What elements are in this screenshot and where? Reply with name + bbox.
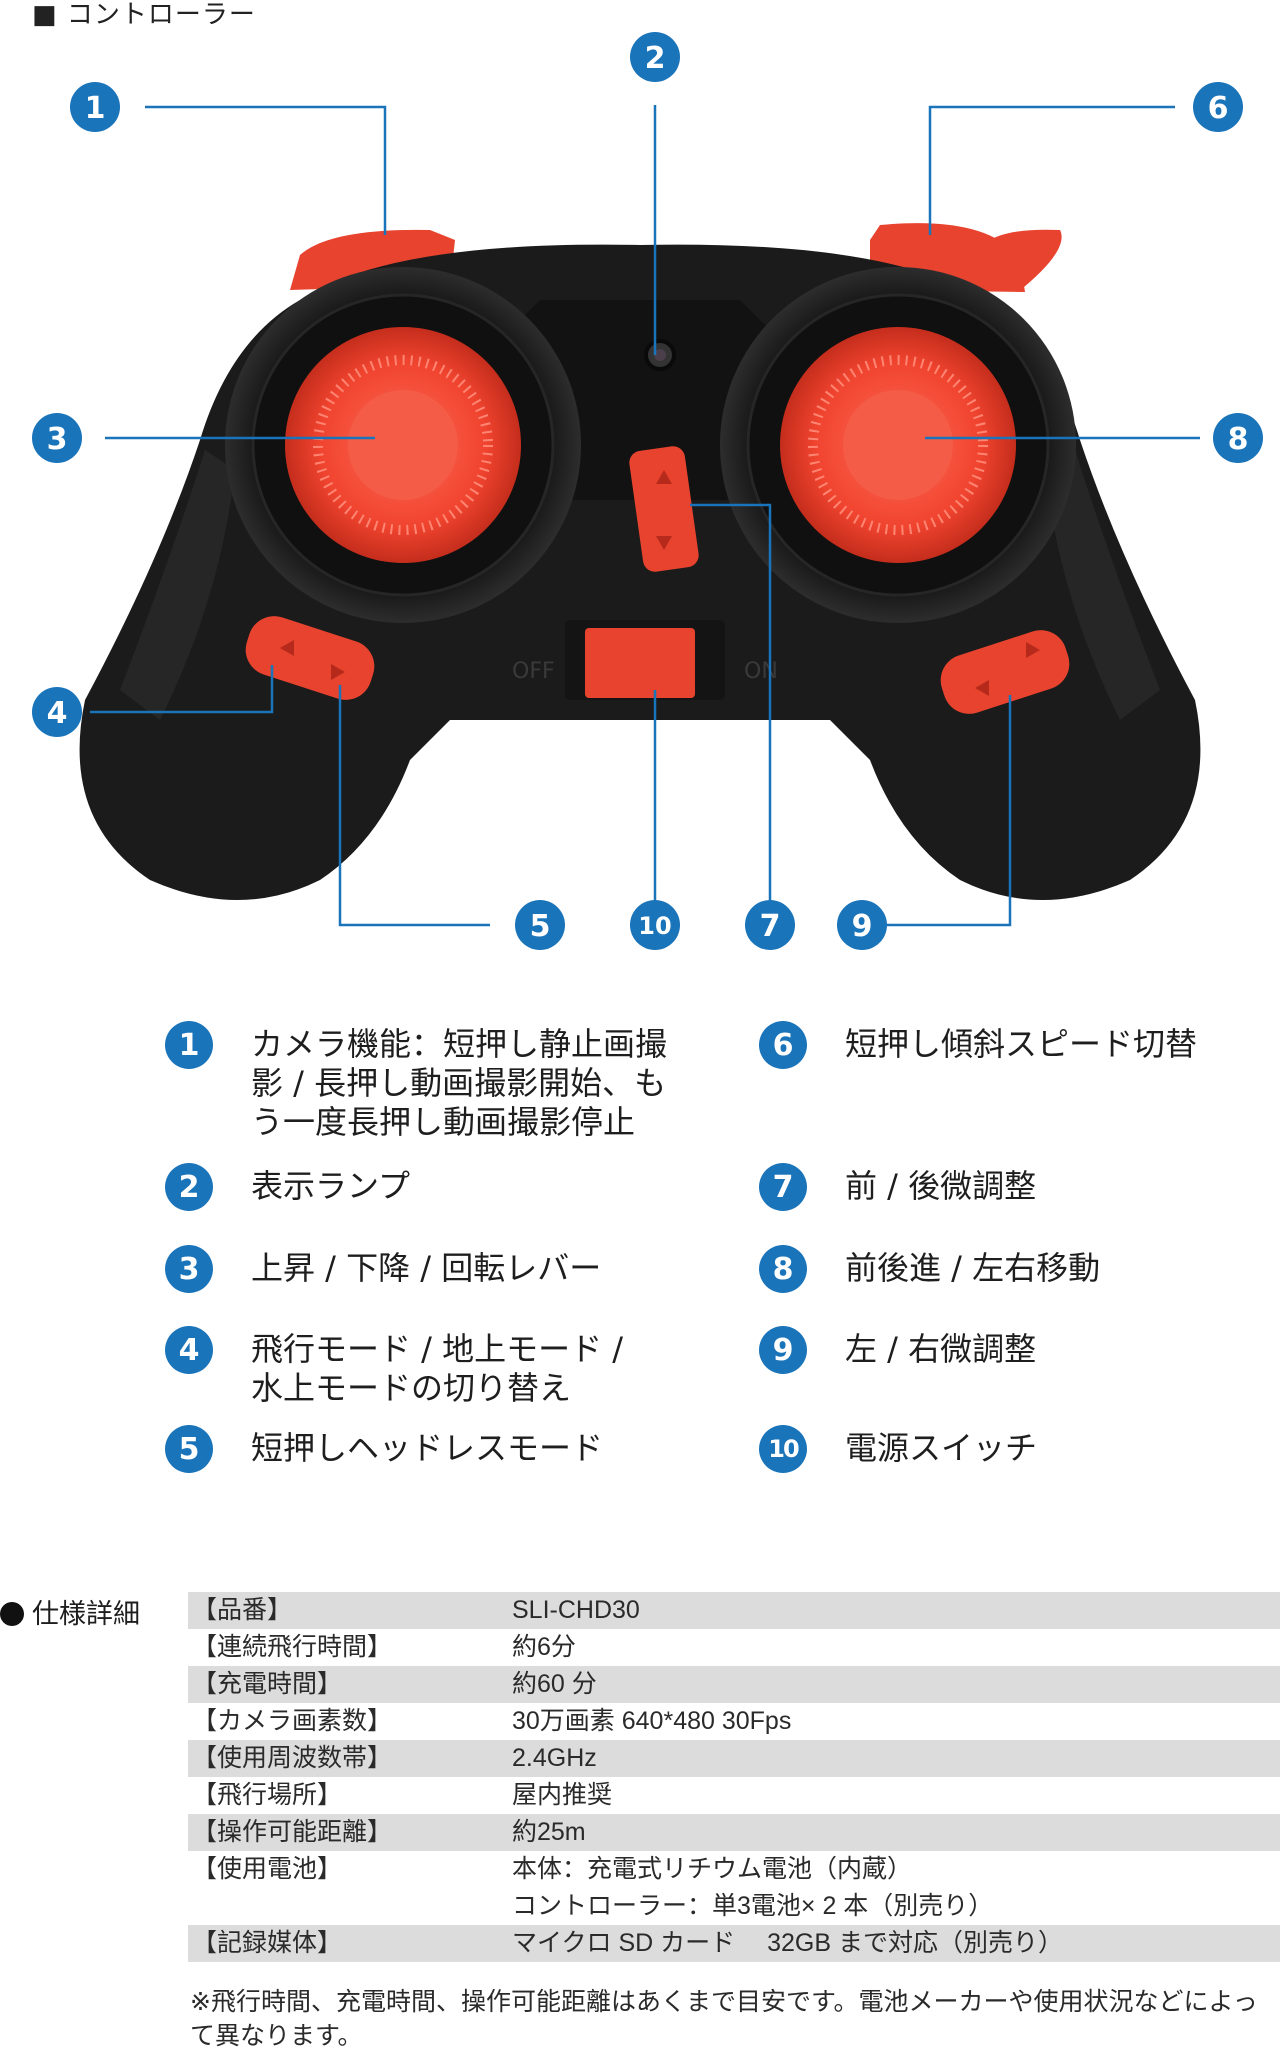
svg-text:6: 6 <box>1208 91 1229 126</box>
legend-text: 前後進 / 左右移動 <box>845 1249 1101 1287</box>
legend-item-2: 2 表示ランプ <box>165 1163 721 1211</box>
callout-6 <box>1193 82 1243 132</box>
svg-text:8: 8 <box>1228 422 1249 457</box>
table-row: 【使用電池】本体：充電式リチウム電池（内蔵）コントローラー：単3電池× 2 本（… <box>192 1855 994 1920</box>
legend-text: 表示ランプ <box>251 1167 411 1205</box>
legend-item-6: 6 短押し傾斜スピード切替 <box>759 1021 1280 1069</box>
on-label: ON <box>744 659 778 684</box>
callout-7 <box>745 900 795 950</box>
svg-text:2: 2 <box>645 41 666 76</box>
legend-num: 7 <box>759 1163 807 1211</box>
legend-text: 電源スイッチ <box>845 1429 1038 1467</box>
callout-8 <box>1213 413 1263 463</box>
svg-text:9: 9 <box>852 909 873 944</box>
power-switch <box>585 628 695 698</box>
legend-item-1: 1 カメラ機能：短押し静止画撮 影 / 長押し動画撮影開始、も う一度長押し動画… <box>165 1021 721 1142</box>
table-row: 【品番】SLI-CHD30 <box>188 1592 1280 1629</box>
spec-table: 【品番】SLI-CHD30 【連続飛行時間】約6分 【充電時間】約60 分 【カ… <box>188 1592 1280 1962</box>
table-row: 【使用周波数帯】2.4GHz <box>188 1740 1280 1777</box>
legend-num: 5 <box>165 1425 213 1473</box>
legend-text: 前 / 後微調整 <box>845 1167 1037 1205</box>
svg-text:3: 3 <box>47 422 68 457</box>
callout-1 <box>70 82 120 132</box>
table-row: 【操作可能距離】約25m <box>188 1814 1280 1851</box>
callout-badges: 1 2 3 4 5 6 7 8 9 10 <box>32 32 1263 950</box>
off-label: OFF <box>512 659 555 684</box>
legend-text: 左 / 右微調整 <box>845 1330 1037 1368</box>
footnote: ※飛行時間、充電時間、操作可能距離はあくまで目安です。電池メーカーや使用状況など… <box>190 1987 1258 2050</box>
svg-text:7: 7 <box>760 909 781 944</box>
callout-10 <box>630 900 680 950</box>
callout-4 <box>32 687 82 737</box>
table-row: 【連続飛行時間】約6分 <box>192 1633 576 1661</box>
legend-text: 短押しヘッドレスモード <box>251 1429 604 1467</box>
right-stick <box>720 267 1076 623</box>
legend-num: 4 <box>165 1326 213 1374</box>
table-row: 【飛行場所】屋内推奨 <box>192 1781 613 1809</box>
legend-num: 3 <box>165 1245 213 1293</box>
table-row: 【充電時間】約60 分 <box>188 1666 1280 1703</box>
front-back-trim-button <box>629 446 699 572</box>
table-row: 【カメラ画素数】30万画素 640*480 30Fps <box>192 1707 792 1735</box>
spec-title: 仕様詳細 <box>0 1592 140 1631</box>
legend-item-5: 5 短押しヘッドレスモード <box>165 1425 721 1473</box>
legend-num: 9 <box>759 1326 807 1374</box>
callout-9 <box>837 900 887 950</box>
legend-num: 6 <box>759 1021 807 1069</box>
legend-item-7: 7 前 / 後微調整 <box>759 1163 1280 1211</box>
legend-item-3: 3 上昇 / 下降 / 回転レバー <box>165 1245 721 1293</box>
table-row: 【記録媒体】マイクロ SD カード 32GB まで対応（別売り） <box>188 1925 1280 1962</box>
legend-num: 1 <box>165 1021 213 1069</box>
callout-3 <box>32 413 82 463</box>
legend-item-8: 8 前後進 / 左右移動 <box>759 1245 1280 1293</box>
legend-text: 上昇 / 下降 / 回転レバー <box>251 1249 602 1287</box>
svg-text:5: 5 <box>530 909 551 944</box>
legend-text: 短押し傾斜スピード切替 <box>845 1025 1198 1063</box>
svg-text:1: 1 <box>85 91 106 126</box>
legend-num: 8 <box>759 1245 807 1293</box>
mode-button <box>245 616 375 700</box>
legend-text: 飛行モード / 地上モード / 水上モードの切り替え <box>251 1330 624 1407</box>
legend-item-10: 10 電源スイッチ <box>759 1425 1280 1473</box>
legend-text: カメラ機能：短押し静止画撮 影 / 長押し動画撮影開始、も う一度長押し動画撮影… <box>251 1025 668 1141</box>
bullet-icon <box>0 1602 24 1626</box>
left-stick <box>225 267 581 623</box>
section-title: ■ コントローラー <box>32 0 256 30</box>
legend-num: 10 <box>759 1425 807 1473</box>
svg-text:10: 10 <box>638 912 671 940</box>
controller-diagram: OFF ON 1 2 3 4 5 6 7 8 9 <box>32 32 1263 950</box>
legend-num: 2 <box>165 1163 213 1211</box>
callout-5 <box>515 900 565 950</box>
callout-2 <box>630 32 680 82</box>
svg-text:4: 4 <box>47 696 68 731</box>
legend-item-4: 4 飛行モード / 地上モード / 水上モードの切り替え <box>165 1326 721 1408</box>
legend-item-9: 9 左 / 右微調整 <box>759 1326 1280 1374</box>
